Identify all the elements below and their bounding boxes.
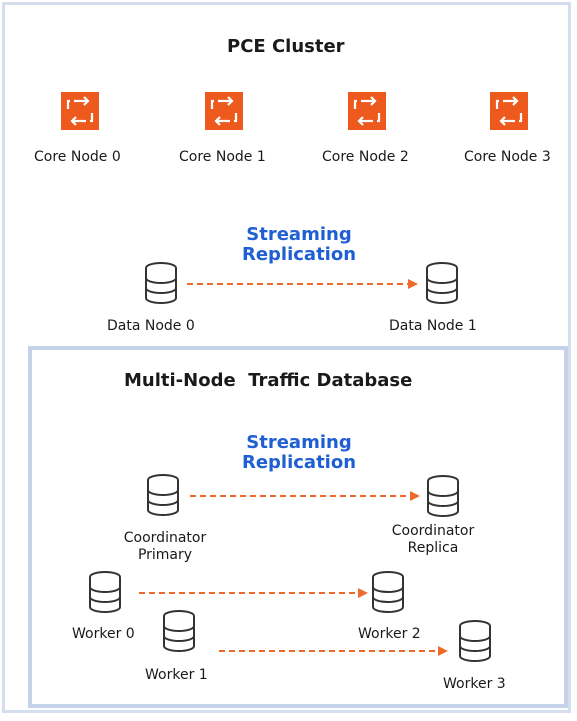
core-node-3-icon: [490, 92, 528, 130]
core-node-0-label: Core Node 0: [34, 149, 121, 165]
worker-3-label: Worker 3: [443, 676, 506, 692]
worker-0-icon: [89, 571, 121, 613]
worker-3-icon: [459, 620, 491, 662]
coordinator-primary-label: Coordinator Primary: [110, 530, 220, 564]
data-node-arrowhead: [408, 279, 418, 289]
core-node-2-icon: [348, 92, 386, 130]
worker-2-icon: [372, 571, 404, 613]
coordinator-primary-line2: Primary: [137, 547, 193, 563]
traffic-database-frame: [28, 346, 568, 708]
coordinator-primary-line1: Coordinator: [123, 530, 207, 546]
traffic-replication-line2: Replication: [241, 452, 357, 473]
worker-2-label: Worker 2: [358, 626, 421, 642]
coordinator-replica-line2: Replica: [407, 540, 459, 556]
coordinator-replica-label: Coordinator Replica: [378, 523, 488, 557]
traffic-replication-label: Streaming Replication: [226, 433, 372, 473]
coordinator-replica-icon: [427, 475, 459, 517]
worker-1-icon: [163, 610, 195, 652]
cluster-replication-line2: Replication: [241, 244, 357, 265]
coordinator-primary-icon: [147, 474, 179, 516]
data-node-0-label: Data Node 0: [107, 318, 195, 334]
core-node-0-icon: [61, 92, 99, 130]
cluster-title: PCE Cluster: [227, 36, 345, 57]
core-node-2-label: Core Node 2: [322, 149, 409, 165]
worker-1-arrowhead: [438, 646, 448, 656]
data-node-1-label: Data Node 1: [389, 318, 477, 334]
core-node-3-label: Core Node 3: [464, 149, 551, 165]
pce-cluster-frame: [2, 2, 571, 713]
core-node-1-icon: [205, 92, 243, 130]
cluster-replication-label: Streaming Replication: [226, 225, 372, 265]
data-node-1-icon: [426, 262, 458, 304]
traffic-replication-line1: Streaming: [246, 432, 352, 453]
worker-0-label: Worker 0: [72, 626, 135, 642]
traffic-db-title: Multi-Node Traffic Database: [124, 370, 413, 391]
coordinator-replica-line1: Coordinator: [391, 523, 475, 539]
worker-0-arrowhead: [358, 588, 368, 598]
coordinator-arrowhead: [410, 491, 420, 501]
worker-1-label: Worker 1: [145, 667, 208, 683]
cluster-replication-line1: Streaming: [246, 224, 352, 245]
data-node-0-icon: [145, 262, 177, 304]
core-node-1-label: Core Node 1: [179, 149, 266, 165]
